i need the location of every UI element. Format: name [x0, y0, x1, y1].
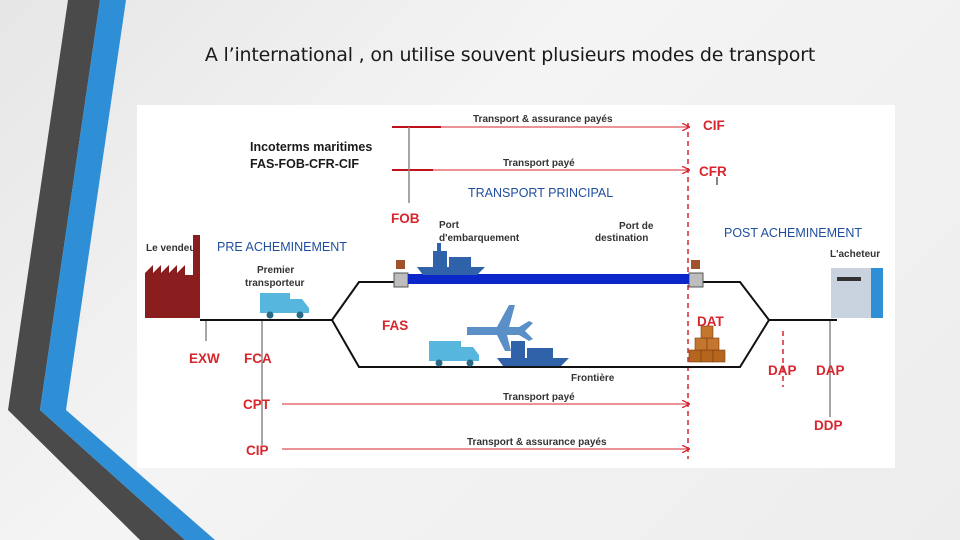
first-carrier-line-1: Premier [257, 265, 294, 276]
deco-stripe-dark [8, 0, 100, 410]
sea-route-bar [408, 274, 689, 284]
incoterm-cfr: CFR [699, 164, 727, 179]
port-loading-line-1: Port [439, 220, 460, 231]
incoterm-dap-right: DAP [816, 363, 845, 378]
cargo-marker-left [396, 260, 405, 269]
incoterm-cip: CIP [246, 443, 269, 458]
arrow-label-cpt: Transport payé [503, 392, 575, 403]
incoterms-diagram: Incoterms maritimes FAS-FOB-CFR-CIF Tran… [137, 105, 895, 468]
arrow-label-cif: Transport & assurance payés [473, 114, 613, 125]
arrow-label-cip: Transport & assurance payés [467, 437, 607, 448]
heading-line-2: FAS-FOB-CFR-CIF [250, 157, 359, 171]
first-carrier-line-2: transporteur [245, 278, 305, 289]
incoterm-exw: EXW [189, 351, 220, 366]
deco-stripe-dark-lower [8, 410, 185, 540]
section-post-carriage: POST ACHEMINEMENT [724, 226, 862, 240]
incoterm-fas: FAS [382, 318, 408, 333]
incoterm-dat: DAT [697, 314, 724, 329]
cargo-marker-right [691, 260, 700, 269]
boxes-icon [688, 325, 726, 363]
airplane-icon [467, 305, 533, 351]
incoterm-ddp: DDP [814, 418, 843, 433]
port-destination-line-1: Port de [619, 221, 654, 232]
port-destination-block [688, 272, 704, 288]
section-main-transport: TRANSPORT PRINCIPAL [468, 186, 613, 200]
border-label: Frontière [571, 373, 615, 384]
arrow-label-cfr: Transport payé [503, 158, 575, 169]
slide-title: A l’international , on utilise souvent p… [204, 44, 816, 66]
incoterm-dap-left: DAP [768, 363, 797, 378]
port-loading-block [393, 272, 409, 288]
port-loading-line-2: d'embarquement [439, 233, 520, 244]
deco-stripe-blue-lower [40, 410, 215, 540]
route-network [200, 281, 837, 368]
section-pre-carriage: PRE ACHEMINEMENT [217, 240, 347, 254]
incoterm-fob: FOB [391, 211, 420, 226]
factory-icon [145, 235, 200, 318]
port-destination-line-2: destination [595, 233, 648, 244]
incoterm-cif: CIF [703, 118, 725, 133]
buyer-label: L'acheteur [830, 249, 880, 260]
incoterm-fca: FCA [244, 351, 272, 366]
deco-stripe-blue [40, 0, 126, 410]
warehouse-icon [831, 268, 883, 318]
truck-icon [429, 341, 479, 367]
ship-icon [497, 341, 569, 366]
seller-label: Le vendeur [146, 243, 199, 254]
truck-icon [260, 293, 309, 319]
incoterm-cpt: CPT [243, 397, 271, 412]
heading-line-1: Incoterms maritimes [250, 140, 372, 154]
ship-icon [417, 243, 485, 275]
